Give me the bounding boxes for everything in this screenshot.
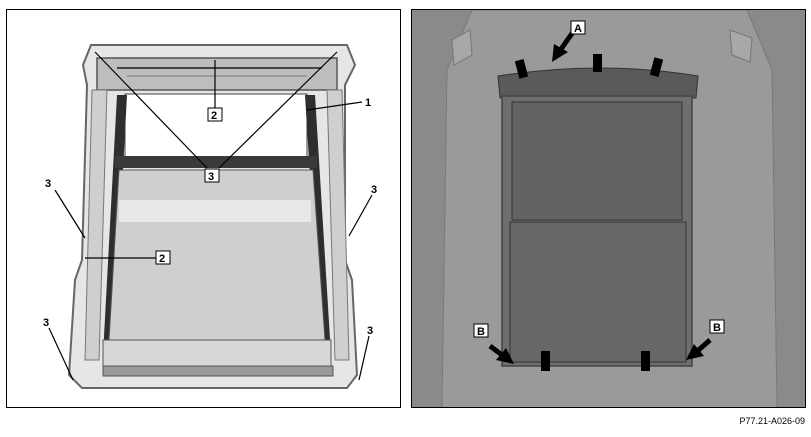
callout-2-mid: 2: [155, 250, 171, 265]
cross-member: [115, 156, 317, 168]
marker: [593, 54, 602, 72]
callout-b-right: B: [709, 319, 725, 334]
marker: [649, 57, 664, 77]
arrow-b-right: [686, 338, 712, 360]
callout-label: 2: [159, 253, 165, 265]
rear-roller: [102, 339, 332, 369]
figure-code: P77.21-A026-09: [739, 416, 805, 426]
marker: [641, 351, 650, 371]
callout-label: 3: [43, 317, 49, 329]
marker: [514, 59, 529, 79]
callout-3-center: 3: [204, 168, 220, 183]
callout-label: 3: [371, 184, 377, 196]
rear-glass: [509, 221, 687, 363]
car-roof-illustration-panel: A B B: [411, 9, 806, 408]
callout-label: 2: [211, 110, 217, 122]
callout-1: 1: [365, 97, 371, 109]
callout-label: 3: [45, 178, 51, 190]
callout-label: A: [574, 23, 582, 35]
callout-3-right-bottom: 3: [367, 325, 373, 337]
right-mirror: [729, 29, 753, 63]
callout-label: 3: [208, 171, 214, 183]
front-roof-bar: [497, 67, 699, 99]
front-glass: [511, 101, 683, 221]
callout-3-left-bottom: 3: [43, 317, 49, 329]
frame-illustration: 1 2 2 3 3 3 3 3: [43, 44, 377, 389]
callout-3-right-mid: 3: [371, 184, 377, 196]
callout-2-top: 2: [207, 107, 223, 122]
callout-a: A: [570, 20, 586, 35]
left-mirror: [451, 29, 473, 66]
callout-label: B: [713, 322, 721, 334]
callout-label: B: [477, 326, 485, 338]
callout-3-left-mid: 3: [45, 178, 51, 190]
front-opening: [124, 93, 308, 161]
retaining-markers: [514, 54, 664, 371]
frame-illustration-panel: 1 2 2 3 3 3 3 3: [6, 9, 401, 408]
car-roof-illustration: A B B: [412, 10, 805, 407]
callout-label: 1: [365, 97, 371, 109]
callout-label: 3: [367, 325, 373, 337]
arrow-a: [552, 30, 576, 62]
sunblind: [108, 169, 326, 341]
callout-b-left: B: [473, 323, 489, 338]
front-header: [96, 57, 338, 91]
arrow-b-left: [488, 344, 514, 364]
marker: [541, 351, 550, 371]
